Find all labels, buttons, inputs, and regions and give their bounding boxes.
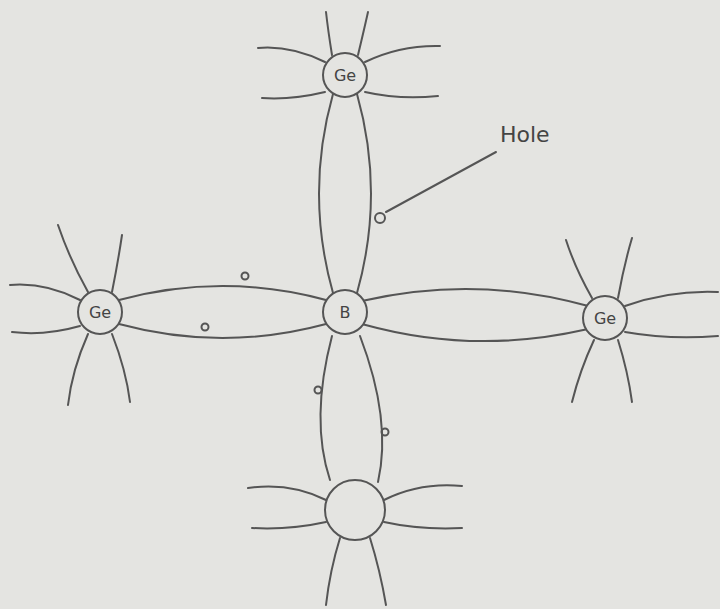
bond-line [360,336,382,482]
bond-stub [12,326,80,333]
atom-circle [325,480,385,540]
atom-circle: Ge [77,289,123,335]
atom-circle: B [322,289,368,335]
bond-stub [252,522,326,528]
atom-circle: Ge [322,52,368,98]
bond-stub [58,225,88,292]
electron-dot [315,387,322,394]
bond-stub [262,92,325,98]
bond-stub [326,12,332,55]
bond-stub [112,235,122,292]
electron-dot [382,429,389,436]
bond-stub [384,485,462,500]
bond-stub [10,285,80,300]
bond-line [119,286,326,338]
atom-symbol: B [340,303,351,322]
bond-stub [572,340,594,402]
bond-line [364,289,587,341]
bond-stub [358,12,368,55]
bond-line [320,336,332,480]
bond-stub [248,487,326,501]
electron-dot [242,273,249,280]
bond-stub [618,340,632,402]
bond-stub [68,334,88,405]
atom-symbol: Ge [334,66,356,85]
hole-mark [375,213,385,223]
bond-stub [370,538,386,605]
bond-stub [258,48,325,62]
atom-symbol: Ge [89,303,111,322]
bond-stub [365,92,438,97]
bond-stub [566,240,592,298]
bond-stub [618,238,632,298]
atom-circle: Ge [582,295,628,341]
leader-line [386,152,496,212]
bond-stub [112,334,130,402]
electron-dot [202,324,209,331]
hole-label: Hole [500,122,550,147]
bond-stub [365,46,440,62]
bond-stub [384,522,462,528]
bond-stub [625,332,718,337]
bond-stub [625,292,718,306]
bond-line [319,94,371,293]
atom-symbol: Ge [594,309,616,328]
bond-stub [326,538,340,605]
